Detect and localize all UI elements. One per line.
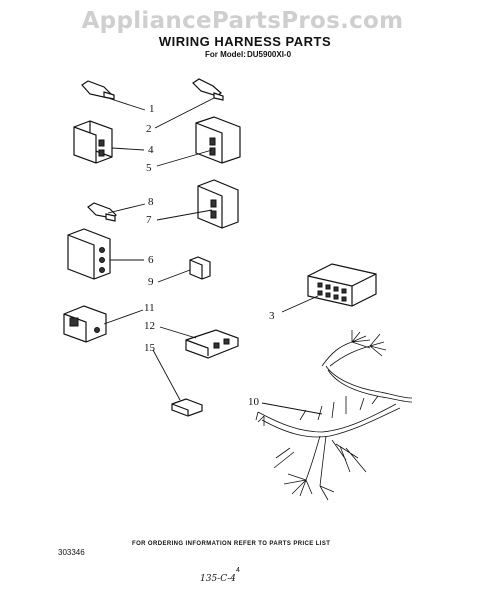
part-8-terminal: [87, 202, 117, 222]
callout-11: 11: [144, 302, 155, 314]
callout-1: 1: [149, 103, 155, 115]
model-label: For Model:: [205, 50, 246, 59]
part-3-block: [307, 263, 377, 307]
page-title: WIRING HARNESS PARTS: [158, 34, 332, 49]
watermark: AppliancePartsPros.com: [81, 8, 404, 34]
callout-5: 5: [146, 162, 152, 174]
part-12-bracket: [185, 329, 239, 359]
part-4-housing: [73, 120, 113, 164]
leader-lines: [103, 97, 323, 415]
ordering-note: FOR ORDERING INFORMATION REFER TO PARTS …: [132, 541, 331, 547]
callout-15: 15: [144, 342, 155, 354]
callout-12: 12: [144, 320, 155, 332]
page-number: 4: [236, 567, 240, 574]
document-number: 303346: [58, 548, 85, 557]
callout-6: 6: [148, 254, 154, 266]
callout-9: 9: [148, 276, 154, 288]
callout-7: 7: [146, 214, 152, 226]
model-value: DU5900XI-0: [247, 50, 292, 59]
callout-4: 4: [148, 144, 154, 156]
part-5-housing: [195, 116, 241, 164]
part-11-housing: [63, 305, 107, 343]
part-7-housing: [197, 179, 239, 229]
handwritten-note: 135-C-4: [200, 574, 236, 584]
part-2-terminal: [192, 78, 224, 101]
callout-2: 2: [146, 123, 152, 135]
callout-8: 8: [148, 196, 154, 208]
part-6-housing: [67, 228, 111, 280]
part-15-tab: [171, 398, 203, 417]
part-9-clip: [189, 256, 211, 280]
part-1-terminal: [81, 80, 115, 100]
part-10-harness: [255, 330, 413, 501]
callout-3: 3: [269, 310, 275, 322]
callout-10: 10: [248, 396, 259, 408]
